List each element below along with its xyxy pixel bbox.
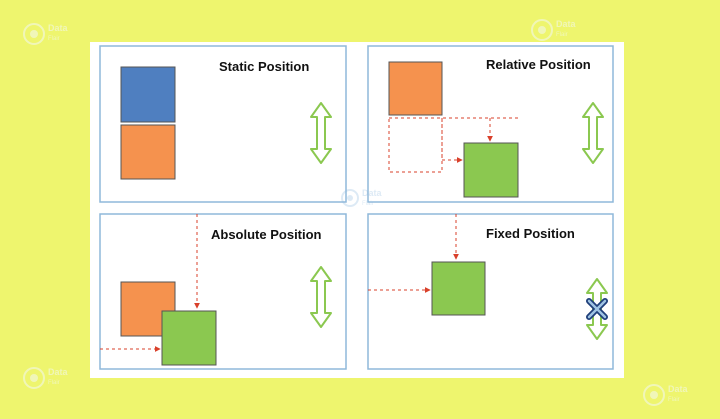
absolute-green-box: [161, 310, 217, 366]
panel-title-relative: Relative Position: [486, 57, 591, 72]
relative-orange-box: [388, 61, 443, 116]
static-blue-box: [120, 66, 176, 123]
watermark-logo-top-left: Data Flair: [23, 23, 69, 45]
watermark-logo-top-right: Data Flair: [531, 19, 577, 41]
svg-text:Data: Data: [362, 188, 383, 198]
panel-relative-position: Relative Position: [367, 45, 614, 203]
panel-static-position: Static Position: [99, 45, 347, 203]
panel-title-fixed: Fixed Position: [486, 226, 575, 241]
svg-text:Flair: Flair: [362, 201, 374, 207]
watermark-logo-bottom-left: Data Flair: [23, 367, 69, 389]
fixed-blocked-x-cross-icon: [586, 298, 608, 320]
static-orange-box: [120, 124, 176, 180]
relative-green-box: [463, 142, 519, 198]
svg-text:Data: Data: [48, 23, 69, 33]
svg-text:Flair: Flair: [556, 32, 568, 38]
panel-title-absolute: Absolute Position: [211, 227, 322, 242]
panel-title-static: Static Position: [219, 59, 309, 74]
watermark-logo-bottom-right: Data Flair: [643, 384, 689, 406]
svg-text:Data: Data: [48, 367, 69, 377]
svg-text:Flair: Flair: [668, 397, 680, 403]
panel-absolute-position: Absolute Position: [99, 213, 347, 370]
panel-fixed-position: Fixed Position: [367, 213, 614, 370]
watermark-logo-center: Data Flair: [341, 188, 383, 207]
svg-text:Data: Data: [668, 384, 689, 394]
svg-text:Data: Data: [556, 19, 577, 29]
fixed-green-box: [431, 261, 486, 316]
svg-text:Flair: Flair: [48, 380, 60, 386]
svg-text:Flair: Flair: [48, 36, 60, 42]
